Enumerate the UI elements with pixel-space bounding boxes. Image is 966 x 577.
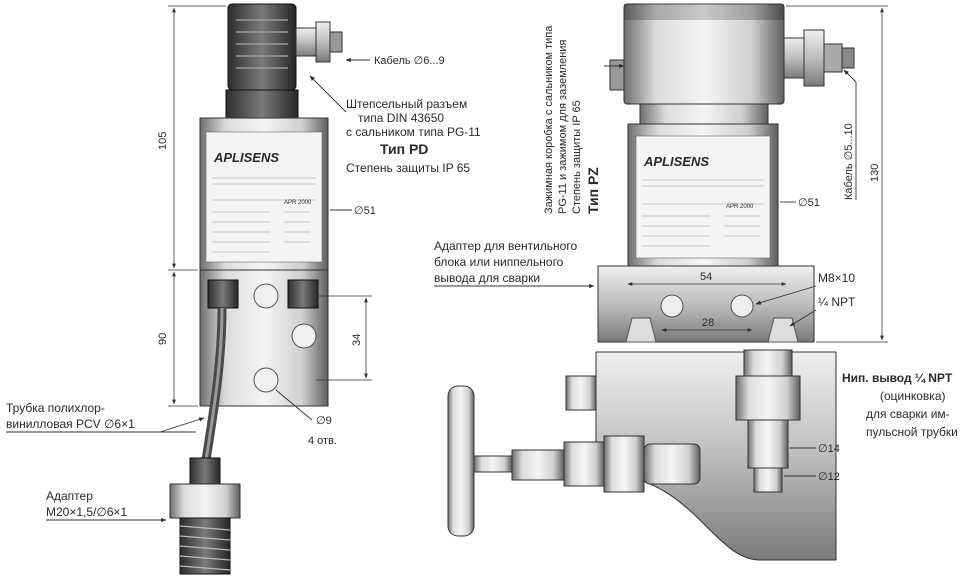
holes-count: 4 отв.: [308, 435, 337, 447]
dim-diameter-51-left: ∅51: [354, 205, 376, 217]
adapter-line-1: Адаптер: [46, 489, 93, 503]
right-cable-gland: [783, 37, 805, 79]
adapter-right-line-1: Адаптер для вентильного: [434, 239, 577, 253]
mount-hole: [291, 323, 317, 349]
nameplate-model-right: APR 2000: [726, 204, 754, 210]
brand-logo-right: APLISENS: [643, 154, 709, 169]
cable-label-left: Кабель ∅6...9: [374, 55, 445, 67]
nipple-line-4: пульсной трубки: [866, 425, 958, 439]
dim-28: 28: [702, 317, 714, 329]
cable-gland: [295, 27, 317, 57]
connector-line-3: с сальником типа PG-11: [346, 125, 481, 139]
nipple-line-3: для сварки им-: [866, 407, 950, 421]
adapter-right-line-2: блока или ниппельного: [434, 255, 564, 269]
dim-diameter-12: ∅12: [818, 471, 840, 483]
adapter-line-2: М20×1,5/∅6×1: [46, 505, 128, 519]
dim-54: 54: [700, 271, 712, 283]
nameplate-model-left: APR 2000: [284, 200, 312, 206]
mount-hole: [253, 283, 279, 309]
right-device-pz: APLISENS APR 2000 54 28: [434, 3, 958, 561]
dim-90: 90: [157, 333, 169, 345]
nipple-line-1: Нип. вывод ¼ NPT: [842, 371, 953, 385]
thread-npt: ¼ NPT: [818, 295, 856, 309]
tube-line-2: винилловая PCV ∅6×1: [6, 417, 135, 431]
valve-handle: [447, 385, 475, 537]
nipple-line-2: (оцинковка): [880, 389, 946, 403]
box-line-2: PG-11 и зажимом для заземления: [557, 40, 569, 214]
connector-line-1: Штепсельный разъем: [346, 97, 467, 111]
dim-diameter-9: ∅9: [316, 415, 332, 427]
connector-line-2: типа DIN 43650: [358, 111, 444, 125]
box-line-1: Зажимная коробка с сальником типа: [543, 25, 555, 214]
protection-left: Степень защиты IP 65: [346, 161, 470, 175]
tube-line-1: Трубка полихлор-: [6, 401, 105, 415]
box-line-3: Степень защиты IP 65: [571, 100, 583, 214]
adapter-nut: [169, 483, 241, 519]
cable-label-right: Кабель ∅5...10: [843, 123, 855, 200]
dim-34: 34: [351, 334, 363, 346]
type-pz-title: Тип PZ: [585, 167, 601, 214]
left-device-pd: APLISENS APR 2000: [6, 3, 481, 575]
thread-m8: M8×10: [818, 271, 855, 285]
adapter-right-line-3: вывода для сварки: [434, 271, 540, 285]
dim-diameter-51-right: ∅51: [798, 197, 820, 209]
dim-130: 130: [869, 164, 881, 182]
adapter-thread: [179, 517, 231, 575]
din-connector: [227, 3, 297, 91]
dim-105: 105: [157, 132, 169, 150]
brand-logo-left: APLISENS: [213, 150, 279, 165]
type-pd-title: Тип PD: [380, 141, 428, 157]
dim-diameter-14: ∅14: [818, 443, 840, 455]
mount-hole: [253, 367, 279, 393]
weld-nipple: [753, 467, 783, 493]
